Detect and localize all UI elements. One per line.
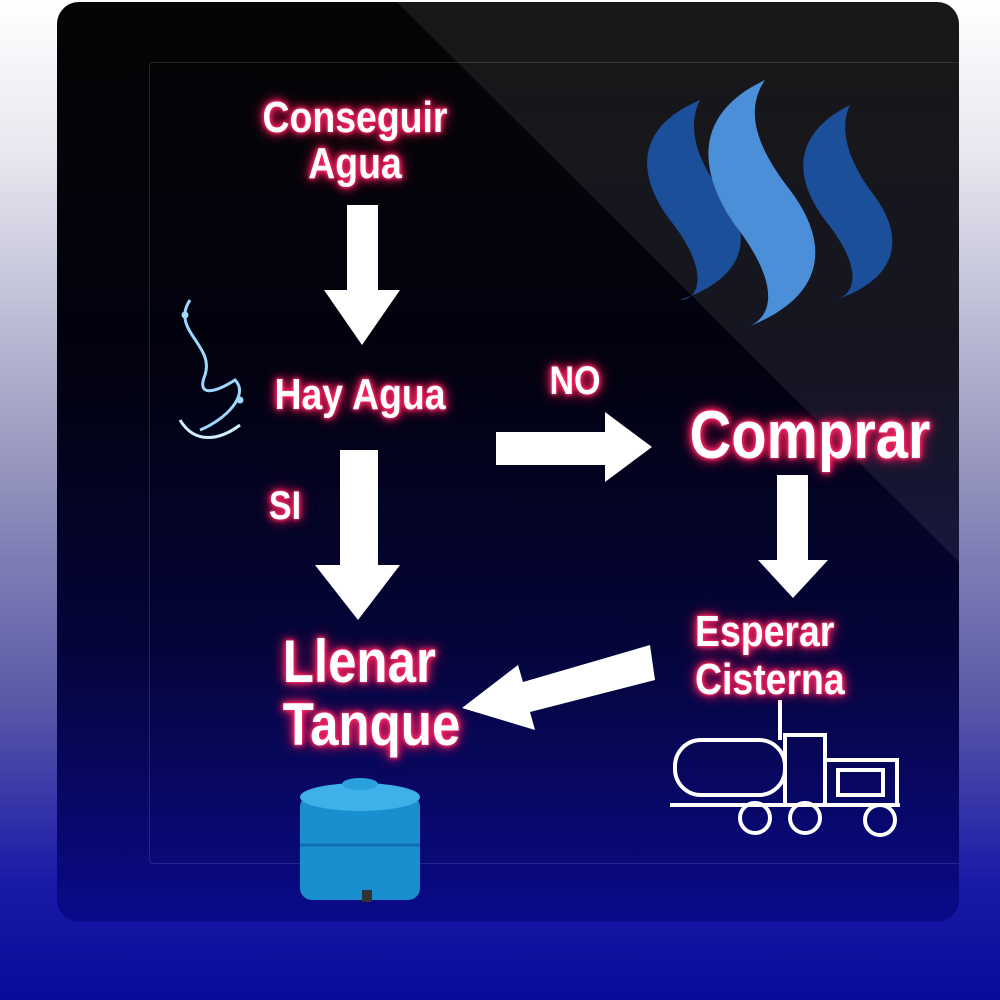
label-si: SI	[268, 484, 302, 528]
arrow-wait-to-fill	[462, 645, 655, 730]
label-no: NO	[549, 359, 601, 403]
arrow-buy-to-wait	[758, 475, 828, 598]
inner-frame	[149, 62, 959, 864]
node-comprar: Comprar	[689, 397, 931, 473]
water-splash-icon	[178, 299, 244, 439]
water-truck-icon	[670, 700, 900, 837]
arrow-start-to-decision	[324, 205, 400, 345]
node-hay-agua: Hay Agua	[274, 370, 446, 419]
steem-logo-icon	[647, 80, 893, 328]
arrow-decision-to-fill	[315, 450, 400, 620]
arrow-decision-to-buy	[496, 412, 652, 482]
node-llenar-tanque: Llenar Tanque	[282, 628, 461, 758]
node-esperar-cisterna: Esperar Cisterna	[695, 607, 845, 705]
node-conseguir-agua: Conseguir Agua	[262, 93, 448, 189]
water-tank-icon	[300, 778, 420, 902]
